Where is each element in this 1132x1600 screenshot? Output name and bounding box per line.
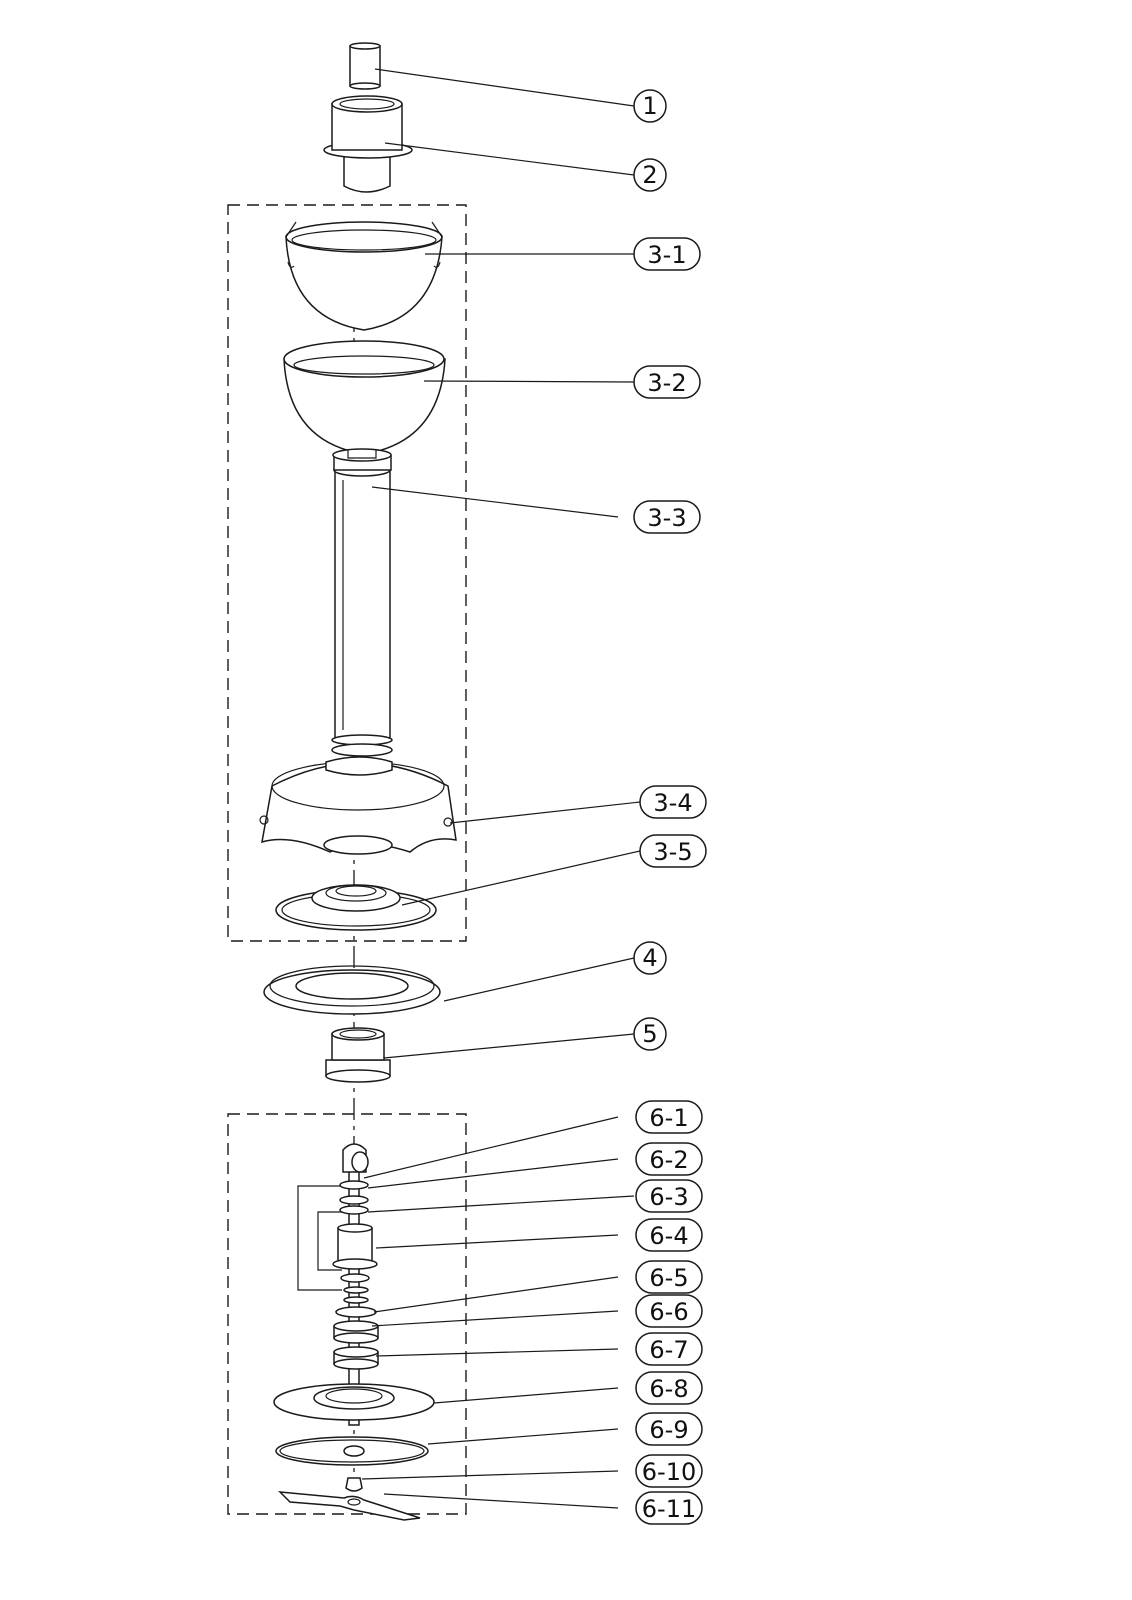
callout-label: 4 [642,944,657,972]
callout-label: 5 [642,1020,657,1048]
part-6-2-washer [339,1180,369,1190]
seal-bracket-outer [297,1185,342,1291]
part-4-ring [263,965,441,1015]
callout-6-2: 6-2 [635,1142,703,1176]
callout-label: 6-5 [649,1264,688,1292]
callout-6-5: 6-5 [635,1260,703,1294]
part-5-bushing [325,1027,391,1083]
part-3-5-gasket-plate [275,884,437,931]
callout-label: 6-6 [649,1298,688,1326]
callout-label: 6-11 [642,1495,696,1523]
callout-label: 3-2 [647,369,686,397]
callout-label: 3-1 [647,241,686,269]
callout-label: 6-3 [649,1183,688,1211]
callout-label: 6-2 [649,1146,688,1174]
part-3-3-shaft-tube [331,448,393,757]
callout-label: 6-4 [649,1222,688,1250]
part-2-coupling-sleeve [323,95,413,193]
callout-label: 1 [642,92,657,120]
part-6-6-bearing [333,1320,379,1344]
callout-3-1: 3-1 [633,237,701,271]
callout-label: 6-9 [649,1416,688,1444]
part-6-4-bearing-sleeve [332,1223,378,1283]
callout-label: 6-1 [649,1104,688,1132]
callout-4: 4 [633,941,667,975]
part-6-8-base-plate [273,1383,435,1421]
callout-3-3: 3-3 [633,500,701,534]
part-1-cap [349,42,381,90]
part-3-1-upper-bowl [285,221,443,331]
part-6-10-nut [345,1477,363,1492]
callout-3-2: 3-2 [633,365,701,399]
callout-3-5: 3-5 [639,834,707,868]
part-3-4-base-housing [259,756,457,855]
assembly-group-3-box [227,204,467,942]
callout-6-3: 6-3 [635,1179,703,1213]
callout-1: 1 [633,89,667,123]
callout-label: 6-10 [642,1458,696,1486]
callout-label: 2 [642,161,657,189]
callout-6-11: 6-11 [635,1491,703,1525]
callout-6-4: 6-4 [635,1218,703,1252]
callout-6-9: 6-9 [635,1412,703,1446]
callout-6-10: 6-10 [635,1454,703,1488]
callout-label: 3-5 [653,838,692,866]
callout-6-8: 6-8 [635,1371,703,1405]
callout-6-1: 6-1 [635,1100,703,1134]
part-6-9-gasket-ring [275,1436,429,1466]
part-3-2-lower-bowl [283,340,446,455]
callout-3-4: 3-4 [639,785,707,819]
assembly-group-6-box [227,1113,467,1515]
callout-2: 2 [633,158,667,192]
part-6-5-seal-ring [335,1286,377,1318]
callout-label: 6-8 [649,1375,688,1403]
callout-5: 5 [633,1017,667,1051]
callout-label: 3-4 [653,789,692,817]
leader-lines [361,68,641,1509]
callout-label: 3-3 [647,504,686,532]
part-6-11-blade [277,1491,421,1521]
part-6-3-washer [339,1195,369,1215]
part-6-7-bearing [333,1346,379,1370]
callout-6-6: 6-6 [635,1294,703,1328]
callout-label: 6-7 [649,1336,688,1364]
callout-6-7: 6-7 [635,1332,703,1366]
